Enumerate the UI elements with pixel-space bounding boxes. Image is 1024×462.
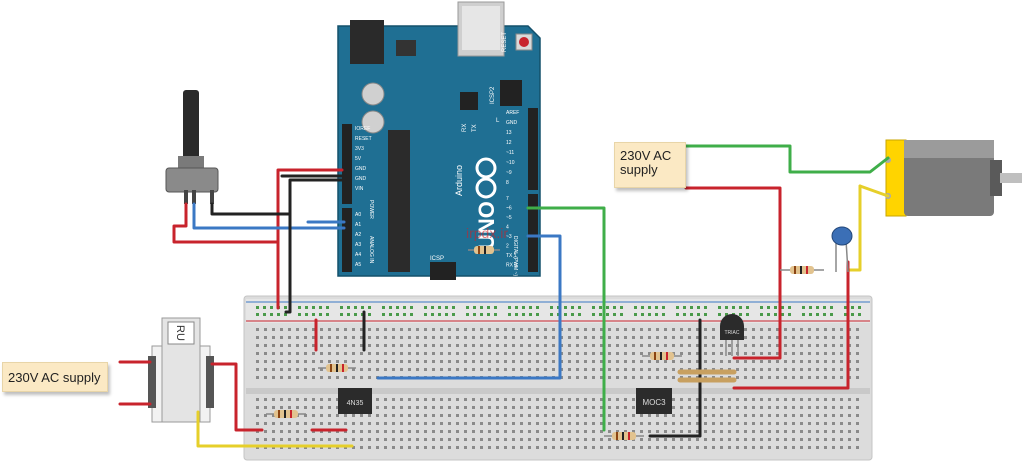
transformer: RU [148, 317, 214, 423]
motor [885, 139, 1022, 217]
power-pin-label: 3V3 [355, 146, 364, 152]
potentiometer [165, 90, 219, 204]
digital-pin-label: ~10 [506, 160, 515, 166]
wire-digital-blue [376, 234, 562, 380]
wire-pot-blue [192, 202, 346, 230]
optocoupler-4n35: 4N35 [338, 388, 372, 414]
power-pin-label: 5V [355, 156, 362, 162]
digital-pin-label: RX 0 [506, 263, 517, 269]
digital-pin-label: ~3 [506, 234, 512, 240]
capacitor-1 [361, 82, 385, 106]
wire-transformer-yellow [196, 410, 354, 448]
digital-pin-label: ~11 [506, 150, 514, 156]
analog-label: ANALOG IN [368, 236, 374, 264]
analog-pin-label: A3 [355, 242, 361, 248]
ac-supply-note-right: 230V AC supply [614, 142, 686, 188]
digital-header-1 [528, 108, 538, 190]
analog-pin-label: A2 [355, 232, 361, 238]
reset-button [519, 37, 529, 47]
analog-pin-label: A0 [355, 212, 361, 218]
optocoupler-moc3: MOC3 [636, 388, 672, 414]
triac: TRIAC [720, 314, 744, 356]
resistors [266, 246, 824, 440]
breadboard-holes [256, 306, 861, 449]
power-jack [350, 20, 384, 64]
watermark: irpdx.ir [466, 225, 508, 241]
triac-label: TRIAC [725, 330, 740, 336]
led-l-label: L [496, 118, 500, 124]
resistor-1 [318, 364, 356, 372]
wire-pot-red [172, 168, 344, 244]
snubber-capacitor [831, 226, 853, 273]
digital-pin-label: 12 [506, 140, 512, 146]
power-pin-label: GND [355, 166, 367, 172]
resistor-3 [604, 432, 644, 440]
reset-label: RESET [502, 32, 508, 52]
digital-pin-label: AREF [506, 110, 519, 116]
power-label: POWER [368, 200, 374, 219]
power-pin-label: VIN [355, 186, 364, 192]
wire-ac-red [684, 186, 782, 360]
wires [118, 144, 890, 448]
ac-supply-note-left: 230V AC supply [2, 362, 108, 392]
digital-pin-label: GND [506, 120, 518, 126]
wire-ac-green [684, 144, 890, 174]
wire-snubber-red [732, 260, 850, 390]
wire-transformer-red [210, 362, 264, 432]
icsp-label: ICSP [430, 256, 444, 262]
ic-4n35-label: 4N35 [347, 400, 364, 407]
wire-motor-yellow-2 [846, 184, 862, 272]
power-pin-label: IOREF [355, 126, 370, 132]
analog-header [342, 208, 352, 272]
digital-pin-label: 7 [506, 196, 509, 202]
wire-gnd-rail [284, 210, 292, 314]
digital-pin-label: 8 [506, 180, 509, 186]
power-header [342, 124, 352, 204]
digital-pin-label: TX 1 [506, 253, 517, 259]
power-pin-label: GND [355, 176, 367, 182]
arduino-board: RESET ICSP2 RX TX L Arduino UNO ICSP IOR… [337, 1, 541, 280]
ic-moc3-label: MOC3 [642, 398, 666, 407]
capacitor-2 [361, 110, 385, 134]
digital-label: DIGITAL (PWM ~) [512, 236, 518, 276]
wire-motor-yellow-1 [858, 184, 890, 198]
digital-pin-label: 2 [506, 244, 509, 250]
digital-header-2 [528, 194, 538, 272]
rx-label: RX [462, 124, 468, 132]
analog-pin-label: A1 [355, 222, 361, 228]
digital-pin-label: ~6 [506, 206, 512, 212]
resistor-5 [780, 266, 824, 274]
atmega-chip [388, 130, 410, 272]
resistor-4 [642, 352, 682, 360]
model-label: UNO [474, 201, 499, 250]
analog-pin-label: A5 [355, 262, 361, 268]
resistor-6 [468, 246, 500, 254]
power-pin-label: RESET [355, 136, 372, 142]
wire-digital-green [526, 206, 606, 432]
digital-pin-label: ~5 [506, 215, 512, 221]
digital-pin-label: 13 [506, 130, 512, 136]
wire-moc-black [648, 318, 702, 438]
digital-pin-label: ~9 [506, 170, 512, 176]
resistor-2 [266, 410, 306, 418]
brand-label: Arduino [454, 165, 464, 196]
icsp2-label: ICSP2 [490, 86, 496, 104]
digital-pin-label: 4 [506, 225, 509, 231]
analog-pin-label: A4 [355, 252, 361, 258]
transformer-label: RU [174, 325, 186, 341]
arduino-logo [475, 157, 497, 199]
tx-label: TX [472, 124, 478, 132]
